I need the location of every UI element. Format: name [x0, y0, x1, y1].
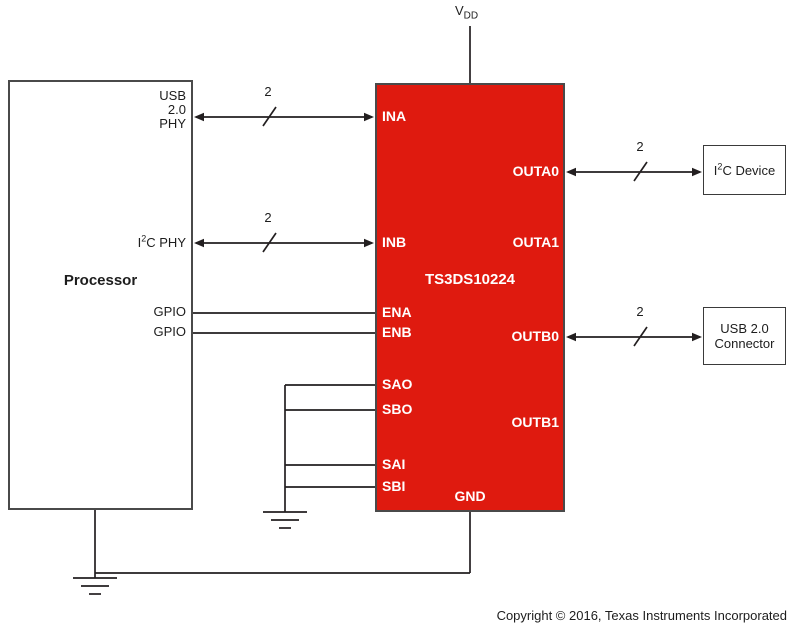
i2c-device-sup: 2 — [717, 161, 723, 172]
pin-outb0: OUTB0 — [511, 328, 559, 344]
bus-width-slash — [262, 106, 277, 127]
inb-bus-wire — [194, 232, 374, 253]
usb-connector-line2: Connector — [714, 336, 775, 351]
i2c-phy-prefix: I — [137, 235, 142, 250]
i2c-device-label: I2C Device — [713, 161, 776, 178]
pin-inb: INB — [382, 234, 407, 250]
bus-width-ina: 2 — [264, 84, 272, 99]
chip-name: TS3DS10224 — [424, 271, 516, 288]
arrowhead-right — [692, 167, 702, 177]
select-ground-symbol — [263, 511, 307, 529]
usb-phy-label: USB 2.0 PHY — [96, 89, 186, 131]
outa0-bus-wire — [566, 161, 702, 182]
arrowhead-right — [364, 238, 374, 248]
bus-width-inb: 2 — [264, 210, 272, 225]
usb-connector-line1: USB 2.0 — [720, 321, 769, 336]
vdd-label: VDD — [455, 3, 478, 22]
processor-title: Processor — [63, 272, 138, 289]
i2c-phy-label: I2C PHY — [96, 233, 186, 250]
i2c-phy-suffix: C PHY — [146, 235, 186, 250]
bus-width-slash — [633, 161, 648, 182]
bus-width-slash — [633, 326, 648, 347]
pin-ena: ENA — [382, 304, 412, 320]
vdd-subscript: DD — [463, 10, 479, 22]
pin-outa1: OUTA1 — [512, 234, 559, 250]
gpio-a-label: GPIO — [153, 304, 186, 319]
bus-width-slash — [262, 232, 277, 253]
bus-width-outa0: 2 — [636, 139, 644, 154]
processor-box — [8, 80, 193, 510]
pin-enb: ENB — [382, 324, 412, 340]
pin-ina: INA — [382, 108, 407, 124]
i2c-device-suffix: C Device — [722, 162, 776, 178]
arrowhead-left — [566, 167, 576, 177]
usb-connector-box: USB 2.0 Connector — [703, 307, 786, 365]
usb-phy-line3: PHY — [159, 116, 186, 131]
arrowhead-right — [364, 112, 374, 122]
pin-sbi: SBI — [382, 478, 406, 494]
arrowhead-right — [692, 332, 702, 342]
i2c-device-box: I2C Device — [703, 145, 786, 195]
usb-phy-line2: 2.0 — [167, 102, 186, 117]
arrowhead-left — [194, 112, 204, 122]
usb-connector-label: USB 2.0 Connector — [715, 321, 775, 351]
arrowhead-left — [566, 332, 576, 342]
copyright-text: Copyright © 2016, Texas Instruments Inco… — [496, 608, 787, 623]
pin-sbo: SBO — [382, 401, 413, 417]
outb0-bus-wire — [566, 326, 702, 347]
gnd-net-wire — [94, 510, 471, 578]
chip-box — [375, 83, 565, 512]
usb-phy-line1: USB — [159, 88, 186, 103]
i2c-phy-sup: 2 — [141, 233, 147, 244]
gpio-b-label: GPIO — [153, 324, 186, 339]
bus-width-outb0: 2 — [636, 304, 644, 319]
pin-outb1: OUTB1 — [511, 414, 559, 430]
pin-outa0: OUTA0 — [512, 163, 559, 179]
pin-gnd: GND — [454, 488, 486, 504]
select-pins-wire — [284, 384, 375, 512]
gnd-ground-symbol — [73, 577, 117, 595]
pin-sao: SAO — [382, 376, 413, 392]
ina-bus-wire — [194, 106, 374, 127]
arrowhead-left — [194, 238, 204, 248]
i2c-device-prefix: I — [713, 162, 718, 178]
vdd-letter: V — [455, 3, 464, 18]
pin-sai: SAI — [382, 456, 406, 472]
